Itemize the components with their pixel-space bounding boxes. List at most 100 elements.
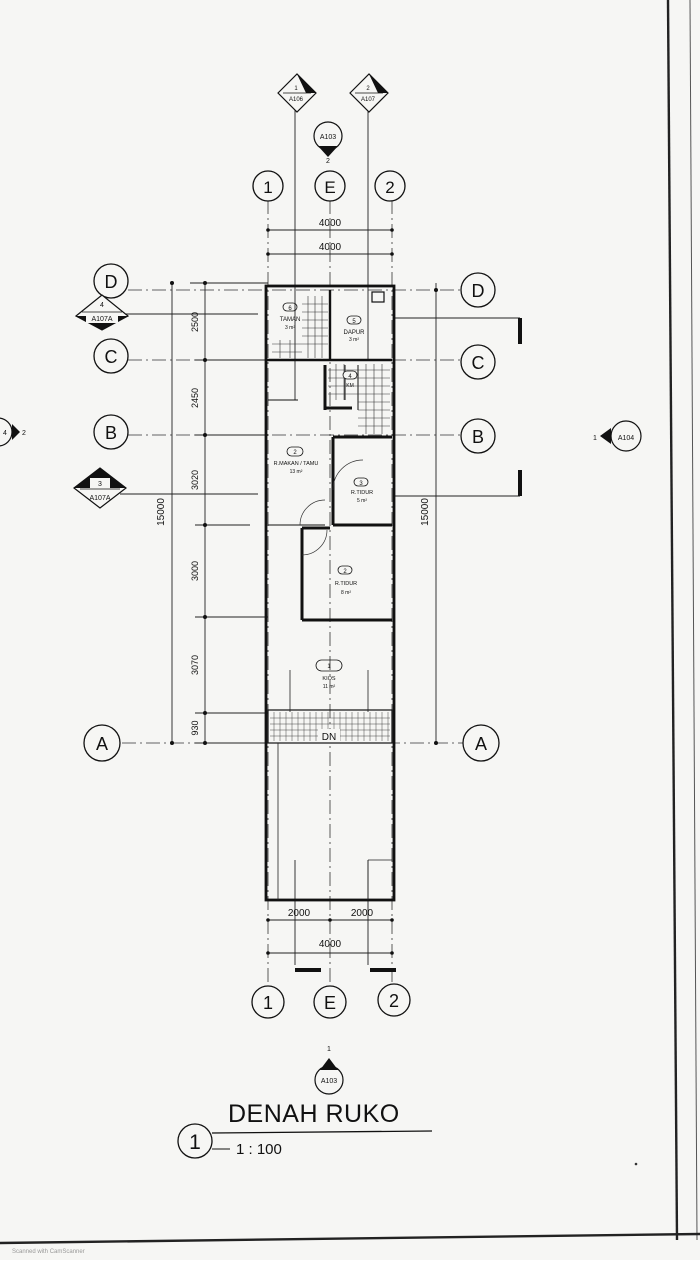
svg-text:C: C <box>472 353 485 373</box>
elevation-callout-bottom: 1 A103 <box>314 1046 344 1095</box>
grid-bubble-bottom-1: 1 <box>251 985 285 1019</box>
grid-bubble-top-e: E <box>314 170 346 202</box>
svg-text:A: A <box>96 734 108 754</box>
top-dimension-lines <box>268 229 392 255</box>
svg-text:E: E <box>324 178 335 197</box>
room-tag-oval <box>342 370 358 380</box>
svg-text:A: A <box>475 734 487 754</box>
dim-left-segment: 2450 <box>190 388 200 408</box>
section-callout-a106: 1 A106 <box>277 73 317 113</box>
svg-text:D: D <box>105 272 118 292</box>
sheet-border-right-inner <box>689 0 698 1241</box>
right-dim-tick-top <box>434 288 438 292</box>
svg-text:1: 1 <box>263 993 273 1013</box>
grid-bubble-right-a: A <box>462 724 500 762</box>
tile-hatch-garden <box>272 296 328 358</box>
elevation-callout-right: 1 A104 <box>593 420 642 452</box>
svg-text:2: 2 <box>22 430 26 437</box>
view-number-bubble <box>177 1123 213 1159</box>
dim-left-segment: 930 <box>190 720 200 735</box>
dim-right-total: 15000 <box>420 498 431 526</box>
title-underline <box>211 1130 433 1134</box>
elevation-callout-top: A103 2 <box>313 121 343 165</box>
grid-bubble-bottom-e: E <box>313 985 347 1019</box>
svg-text:A107A: A107A <box>91 316 112 323</box>
room-tag-km: 4 KM <box>342 370 358 389</box>
dim-left-segment: 2500 <box>190 312 200 332</box>
section-callout-a107a-upper: 4 A107A <box>74 294 130 331</box>
grid-bubble-right-d: D <box>460 272 496 308</box>
svg-text:C: C <box>105 347 118 367</box>
terrace-band <box>267 709 393 744</box>
room-area: 3 m² <box>349 337 359 343</box>
svg-text:A103: A103 <box>320 134 336 141</box>
sheet-border-bottom <box>0 1232 700 1245</box>
section-callout-a107a-lower: 3 A107A <box>73 467 127 509</box>
room-area: 8 m² <box>341 590 351 596</box>
room-tag-oval <box>346 315 362 325</box>
drawing-title: DENAH RUKO <box>228 1100 400 1128</box>
bottom-dimension-ticks <box>266 918 394 955</box>
room-number: 5 <box>352 319 356 325</box>
elevation-callout-left-edge: 4 2 <box>0 417 26 447</box>
room-number: 2 <box>343 569 347 575</box>
dim-bottom-right: 2000 <box>351 908 374 919</box>
grid-bubble-right-b: B <box>460 418 496 454</box>
dn-label-bg <box>318 729 340 742</box>
dim-left-segment: 3020 <box>190 470 200 490</box>
room-tag-makan-tamu: 2 R.MAKAN / TAMU 13 m² <box>274 446 319 475</box>
svg-text:B: B <box>472 427 484 447</box>
room-name: DAPUR <box>343 330 365 336</box>
svg-text:3: 3 <box>98 481 102 488</box>
room-area: 11 m² <box>323 684 336 690</box>
svg-text:A104: A104 <box>618 435 634 442</box>
room-tag-oval <box>337 565 353 575</box>
room-tag-oval <box>353 477 369 487</box>
door-swings <box>299 459 364 556</box>
room-name: R.TIDUR <box>351 490 373 496</box>
grid-bubble-left-b: B <box>93 414 129 450</box>
paper-speck <box>634 1162 638 1166</box>
svg-text:A106: A106 <box>289 97 304 103</box>
room-tag-tidur-2: 2 R.TIDUR 8 m² <box>335 565 357 596</box>
dim-bottom-overall: 4000 <box>319 939 342 950</box>
svg-text:1: 1 <box>263 178 272 197</box>
scanner-footer: Scanned with CamScanner <box>12 1249 85 1255</box>
svg-text:1: 1 <box>593 435 597 442</box>
svg-text:A103: A103 <box>321 1078 337 1085</box>
svg-text:4: 4 <box>100 302 104 309</box>
room-tag-dapur: 5 DAPUR 3 m² <box>343 315 365 343</box>
top-dimension-ticks <box>266 228 394 256</box>
room-name: KIOS <box>322 676 335 682</box>
svg-text:A107A: A107A <box>89 495 110 502</box>
room-area: 3 m² <box>285 325 295 331</box>
dim-top-overall-1: 4000 <box>319 218 342 229</box>
svg-text:E: E <box>324 993 336 1013</box>
room-name: R.MAKAN / TAMU <box>274 461 319 467</box>
room-tag-oval <box>286 446 304 457</box>
floor-mark-dn: DN <box>322 732 336 743</box>
left-dimension-chain <box>171 282 268 744</box>
room-number: 4 <box>348 374 352 380</box>
grid-bubble-left-a: A <box>83 724 121 762</box>
svg-text:2: 2 <box>385 178 394 197</box>
svg-text:B: B <box>105 423 117 443</box>
room-number: 3 <box>359 481 363 487</box>
sheet-border-right <box>666 0 679 1241</box>
svg-text:4: 4 <box>3 430 7 437</box>
room-number: 6 <box>288 306 292 312</box>
right-dim-tick-bottom <box>434 741 438 745</box>
room-tag-tidur-3: 3 R.TIDUR 5 m² <box>351 477 373 504</box>
svg-text:D: D <box>472 281 485 301</box>
dim-left-total: 15000 <box>156 498 167 526</box>
left-dimension-ticks <box>170 281 207 745</box>
room-area: 5 m² <box>357 498 367 504</box>
svg-text:2: 2 <box>366 86 370 92</box>
tile-hatch-wet-area <box>328 364 390 434</box>
section-callout-a107: 2 A107 <box>349 73 389 113</box>
room-area: 13 m² <box>290 469 303 475</box>
room-tag-taman: 6 TAMAN 3 m² <box>280 302 300 331</box>
svg-text:1: 1 <box>294 86 298 92</box>
